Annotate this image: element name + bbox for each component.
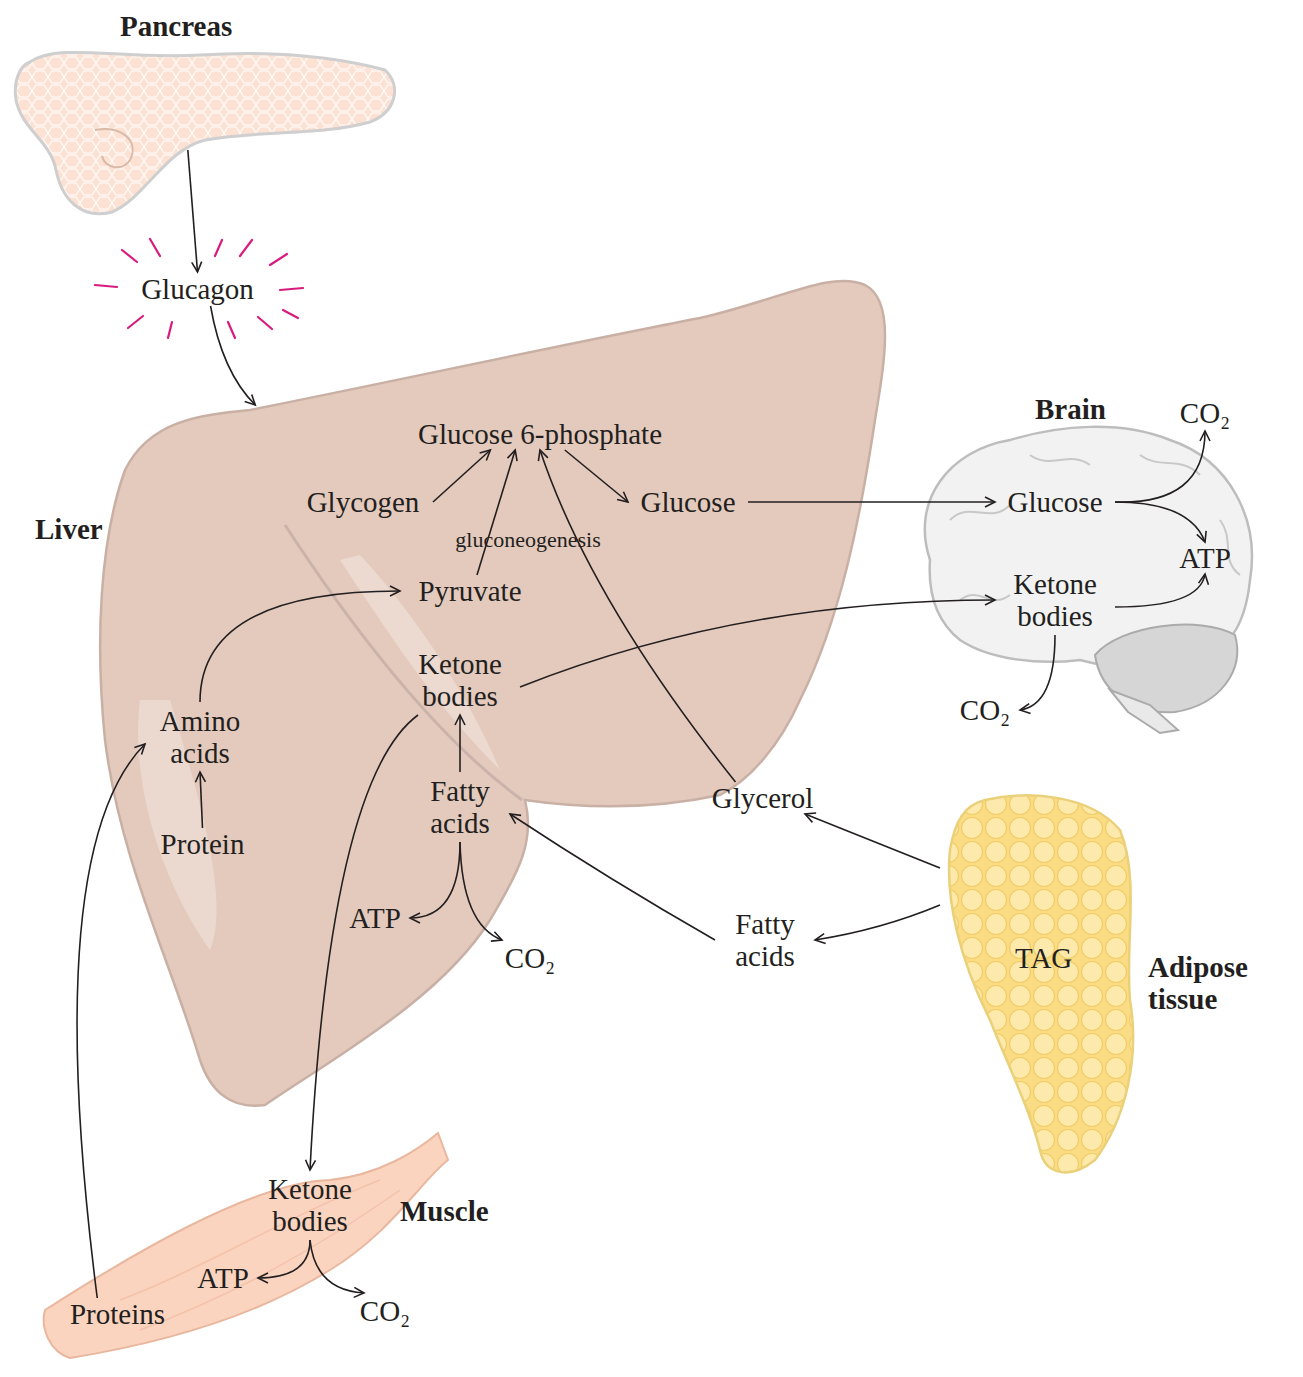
metabolite-node: ATP [1170,542,1240,574]
metabolite-label: Glucagon [125,272,270,306]
flow-arrow [510,814,715,940]
organ-content-label: TAG [1015,942,1095,974]
flow-arrow [459,715,461,772]
metabolite-node: Amino acids [145,702,255,772]
organ-shape-part [285,525,522,800]
metabolite-label: Glycerol [695,782,830,814]
organ-shape-part [1110,690,1178,733]
flow-arrow [748,501,995,503]
hormone-label: Glucagon [125,272,270,306]
flow-arrow [477,450,515,575]
metabolite-node: Ketone bodies [400,645,520,715]
metabolite-node: ATP [340,902,410,934]
flow-arrow [540,450,736,782]
flow-arrow [258,1240,310,1278]
metabolite-node: Fatty acids [715,905,815,975]
organ-shape-part [949,795,1133,1172]
flow-arrow [211,306,256,405]
metabolite-node: Protein [145,828,260,860]
organ-heading: Brain [1035,393,1145,425]
organ-outline [20,405,885,1105]
metabolite-node: Ketone bodies [250,1170,370,1240]
flow-arrow [200,772,203,828]
metabolite-node: Fatty acids [410,772,510,842]
metabolite-node: Glucose 6-phosphate [385,418,695,450]
metabolite-node: CO₂ [950,692,1020,728]
metabolite-label: ATP [188,1262,258,1294]
organ-shape-part [100,281,885,1106]
metabolite-node: CO₂ [350,1293,420,1329]
flow-arrow [188,150,198,272]
metabolite-label: Glucose [995,486,1115,518]
metabolite-node: CO₂ [1170,395,1240,431]
adipose-organ: Adipose tissue TAG [940,790,1290,1180]
muscle-organ: MuscleKetone bodiesATPCO₂Proteins [35,1130,525,1370]
flow-arrow [310,1240,364,1293]
metabolite-label: CO₂ [950,692,1020,728]
metabolite-label: Fatty acids [715,905,815,975]
metabolite-node: Glycogen [293,486,433,518]
organ-shape-part [950,455,1240,640]
flow-arrow [433,450,490,502]
metabolite-label: Ketone bodies [995,565,1115,635]
metabolite-node: Pyruvate [400,575,540,607]
organ-heading: Muscle [400,1195,530,1227]
flow-arrow [1115,574,1205,607]
flow-arrow [310,715,418,1170]
metabolite-node: Proteins [50,1298,185,1330]
flow-arrow [410,842,460,918]
metabolite-label: Ketone bodies [400,645,520,715]
metabolite-label: CO₂ [350,1293,420,1329]
metabolite-label: Fatty acids [410,772,510,842]
metabolite-node: Glucose [628,486,748,518]
pancreas-organ: Pancreas [10,10,400,150]
metabolite-node: ATP [188,1262,258,1294]
flow-arrow [200,591,400,702]
metabolite-label: Glucose 6-phosphate [385,418,695,450]
metabolite-node: Glycerol [695,782,830,814]
metabolite-node: Ketone bodies [995,565,1115,635]
metabolite-label: Glycogen [293,486,433,518]
flow-arrow [815,905,940,940]
metabolite-label: CO₂ [495,940,565,976]
metabolite-label: ATP [340,902,410,934]
metabolite-label: Amino acids [145,702,255,772]
organ-heading: Adipose tissue [1148,951,1288,1016]
organ-outline [35,1130,525,1370]
liver-organ: Liver Glucose 6-phosphateGlycogen GlucoseP… [20,405,885,1105]
flow-arrow [565,450,628,502]
organ-shape-part [44,1133,448,1358]
metabolite-label: Pyruvate [400,575,540,607]
organ-heading: Liver [35,513,135,545]
flow-arrow [1020,635,1055,710]
brain-organ: BrainGlucoseKetone bodies ATP CO₂ CO₂ [905,395,1255,735]
metabolite-label: ATP [1170,542,1240,574]
organ-heading: Pancreas [120,10,300,42]
glucagon-burst [95,239,303,338]
metabolite-label: Ketone bodies [250,1170,370,1240]
metabolite-node: CO₂ [495,940,565,976]
organ-shape-part [15,52,394,213]
flow-arrow [520,600,995,687]
flow-arrow [1115,431,1205,502]
flow-arrow [77,744,145,1298]
metabolite-label: Proteins [50,1298,185,1330]
metabolite-label: Protein [145,828,260,860]
flow-arrow [460,842,502,940]
metabolite-label: Glucose [628,486,748,518]
organ-outline [940,790,1290,1180]
metabolite-node: Glucose [995,486,1115,518]
flow-arrow [805,814,940,868]
flow-arrow [1115,502,1205,542]
organ-shape-part [95,129,133,167]
metabolite-label: CO₂ [1170,395,1240,431]
